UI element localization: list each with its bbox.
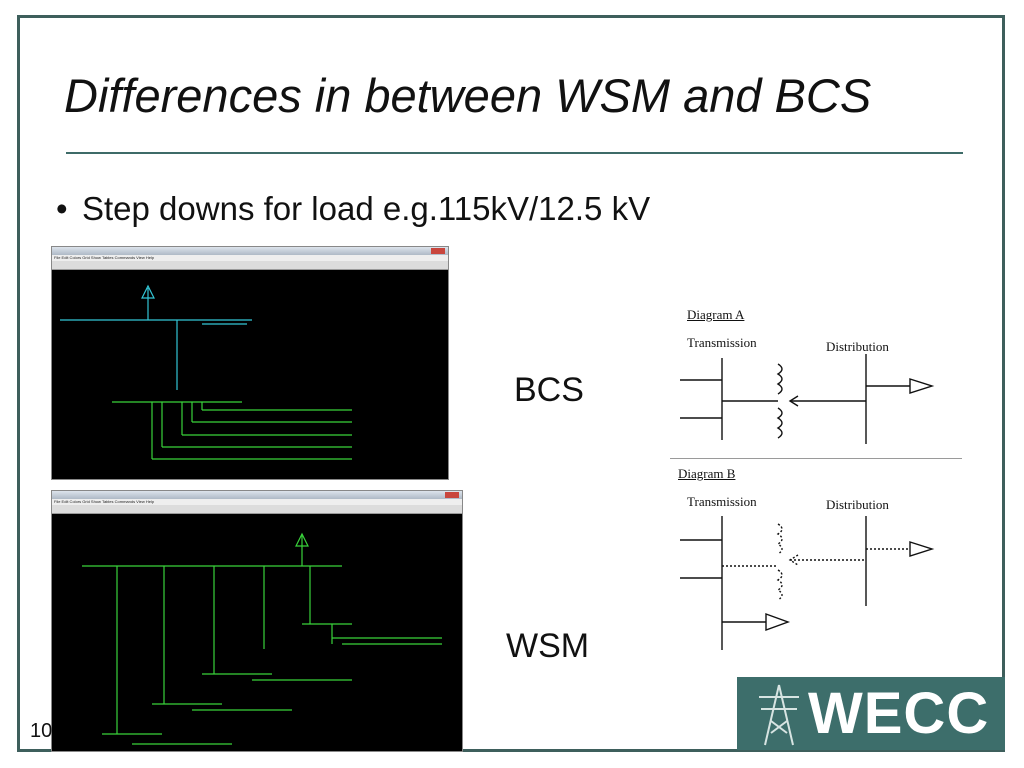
bullet-item: • Step downs for load e.g.115kV/12.5 kV [56, 190, 650, 228]
wecc-logo-text: WECC [808, 681, 990, 746]
diagram-b-title: Diagram B [678, 466, 736, 481]
bcs-window-titlebar [52, 247, 448, 255]
slide-title: Differences in between WSM and BCS [64, 69, 872, 122]
bcs-screenshot: File Edit Colors Grid Show Tables Comman… [51, 246, 449, 480]
wsm-window-titlebar [52, 491, 462, 499]
wsm-menubar: File Edit Colors Grid Show Tables Comman… [52, 499, 462, 505]
page-number: 10 [30, 720, 53, 742]
wsm-label: WSM [506, 627, 590, 665]
bcs-menubar: File Edit Colors Grid Show Tables Comman… [52, 255, 448, 261]
bullet-icon: • [56, 190, 68, 227]
wsm-screenshot: File Edit Colors Grid Show Tables Comman… [51, 490, 463, 752]
close-icon [445, 492, 459, 498]
diagram-a-distribution-label: Distribution [826, 339, 889, 354]
close-icon [431, 248, 445, 254]
diagram-divider [670, 458, 962, 459]
bullet-text: Step downs for load e.g.115kV/12.5 kV [82, 190, 651, 227]
wsm-one-line-diagram [82, 532, 442, 745]
transmission-tower-icon [759, 684, 799, 746]
diagram-a-title: Diagram A [687, 307, 745, 322]
diagram-b-transmission-label: Transmission [687, 494, 757, 509]
diagram-b-distribution-label: Distribution [826, 497, 889, 512]
diagram-a-transmission-label: Transmission [687, 335, 757, 350]
wsm-toolbar [52, 505, 462, 514]
bcs-label: BCS [514, 371, 584, 409]
bcs-toolbar [52, 261, 448, 270]
title-rule [66, 152, 963, 154]
slide-frame [17, 15, 1005, 752]
wecc-logo [737, 677, 1005, 750]
diagram-b-drawing [680, 516, 935, 650]
bcs-one-line-diagram [60, 284, 352, 460]
diagram-a-drawing [680, 354, 935, 444]
